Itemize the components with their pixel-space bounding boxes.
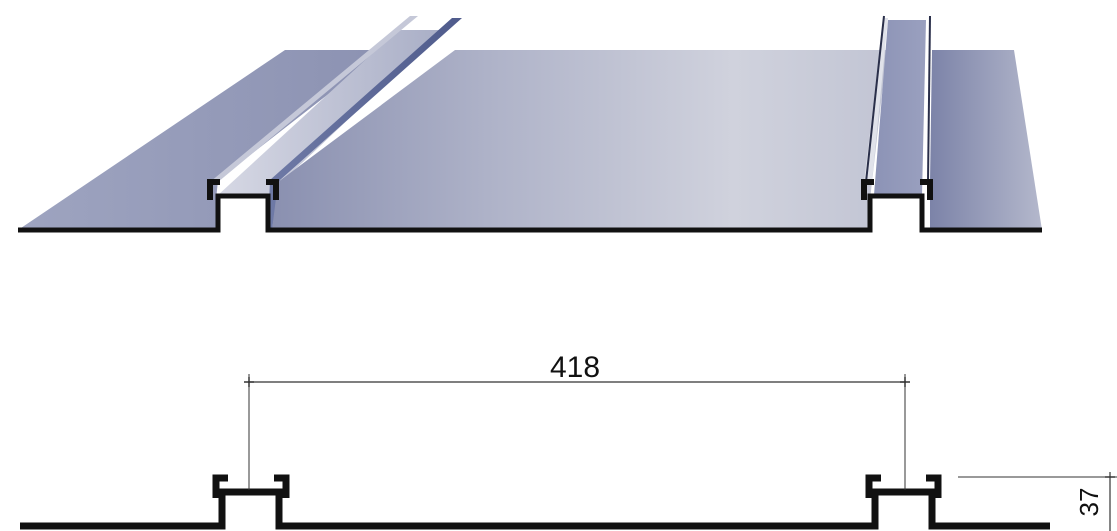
left-seam-hook	[212, 474, 290, 498]
seam-height-label: 37	[1074, 488, 1104, 517]
panel-3d-view	[18, 15, 1042, 233]
profile-line	[20, 488, 1050, 530]
width-dimension: 418	[244, 351, 910, 490]
panel-width-label: 418	[550, 351, 600, 384]
panel-3d-profile-outline	[18, 193, 1042, 233]
right-rib-channel	[874, 20, 926, 195]
left-sheet-surface	[18, 50, 385, 230]
cross-section-profile	[20, 474, 1050, 530]
left-rib-inner-face	[218, 30, 443, 195]
main-sheet-surface	[272, 50, 887, 230]
left-rib-left-wall	[210, 16, 418, 182]
right-sheet-surface	[930, 50, 1042, 230]
right-seam-hook	[865, 474, 942, 498]
height-dimension: 37	[958, 472, 1117, 531]
